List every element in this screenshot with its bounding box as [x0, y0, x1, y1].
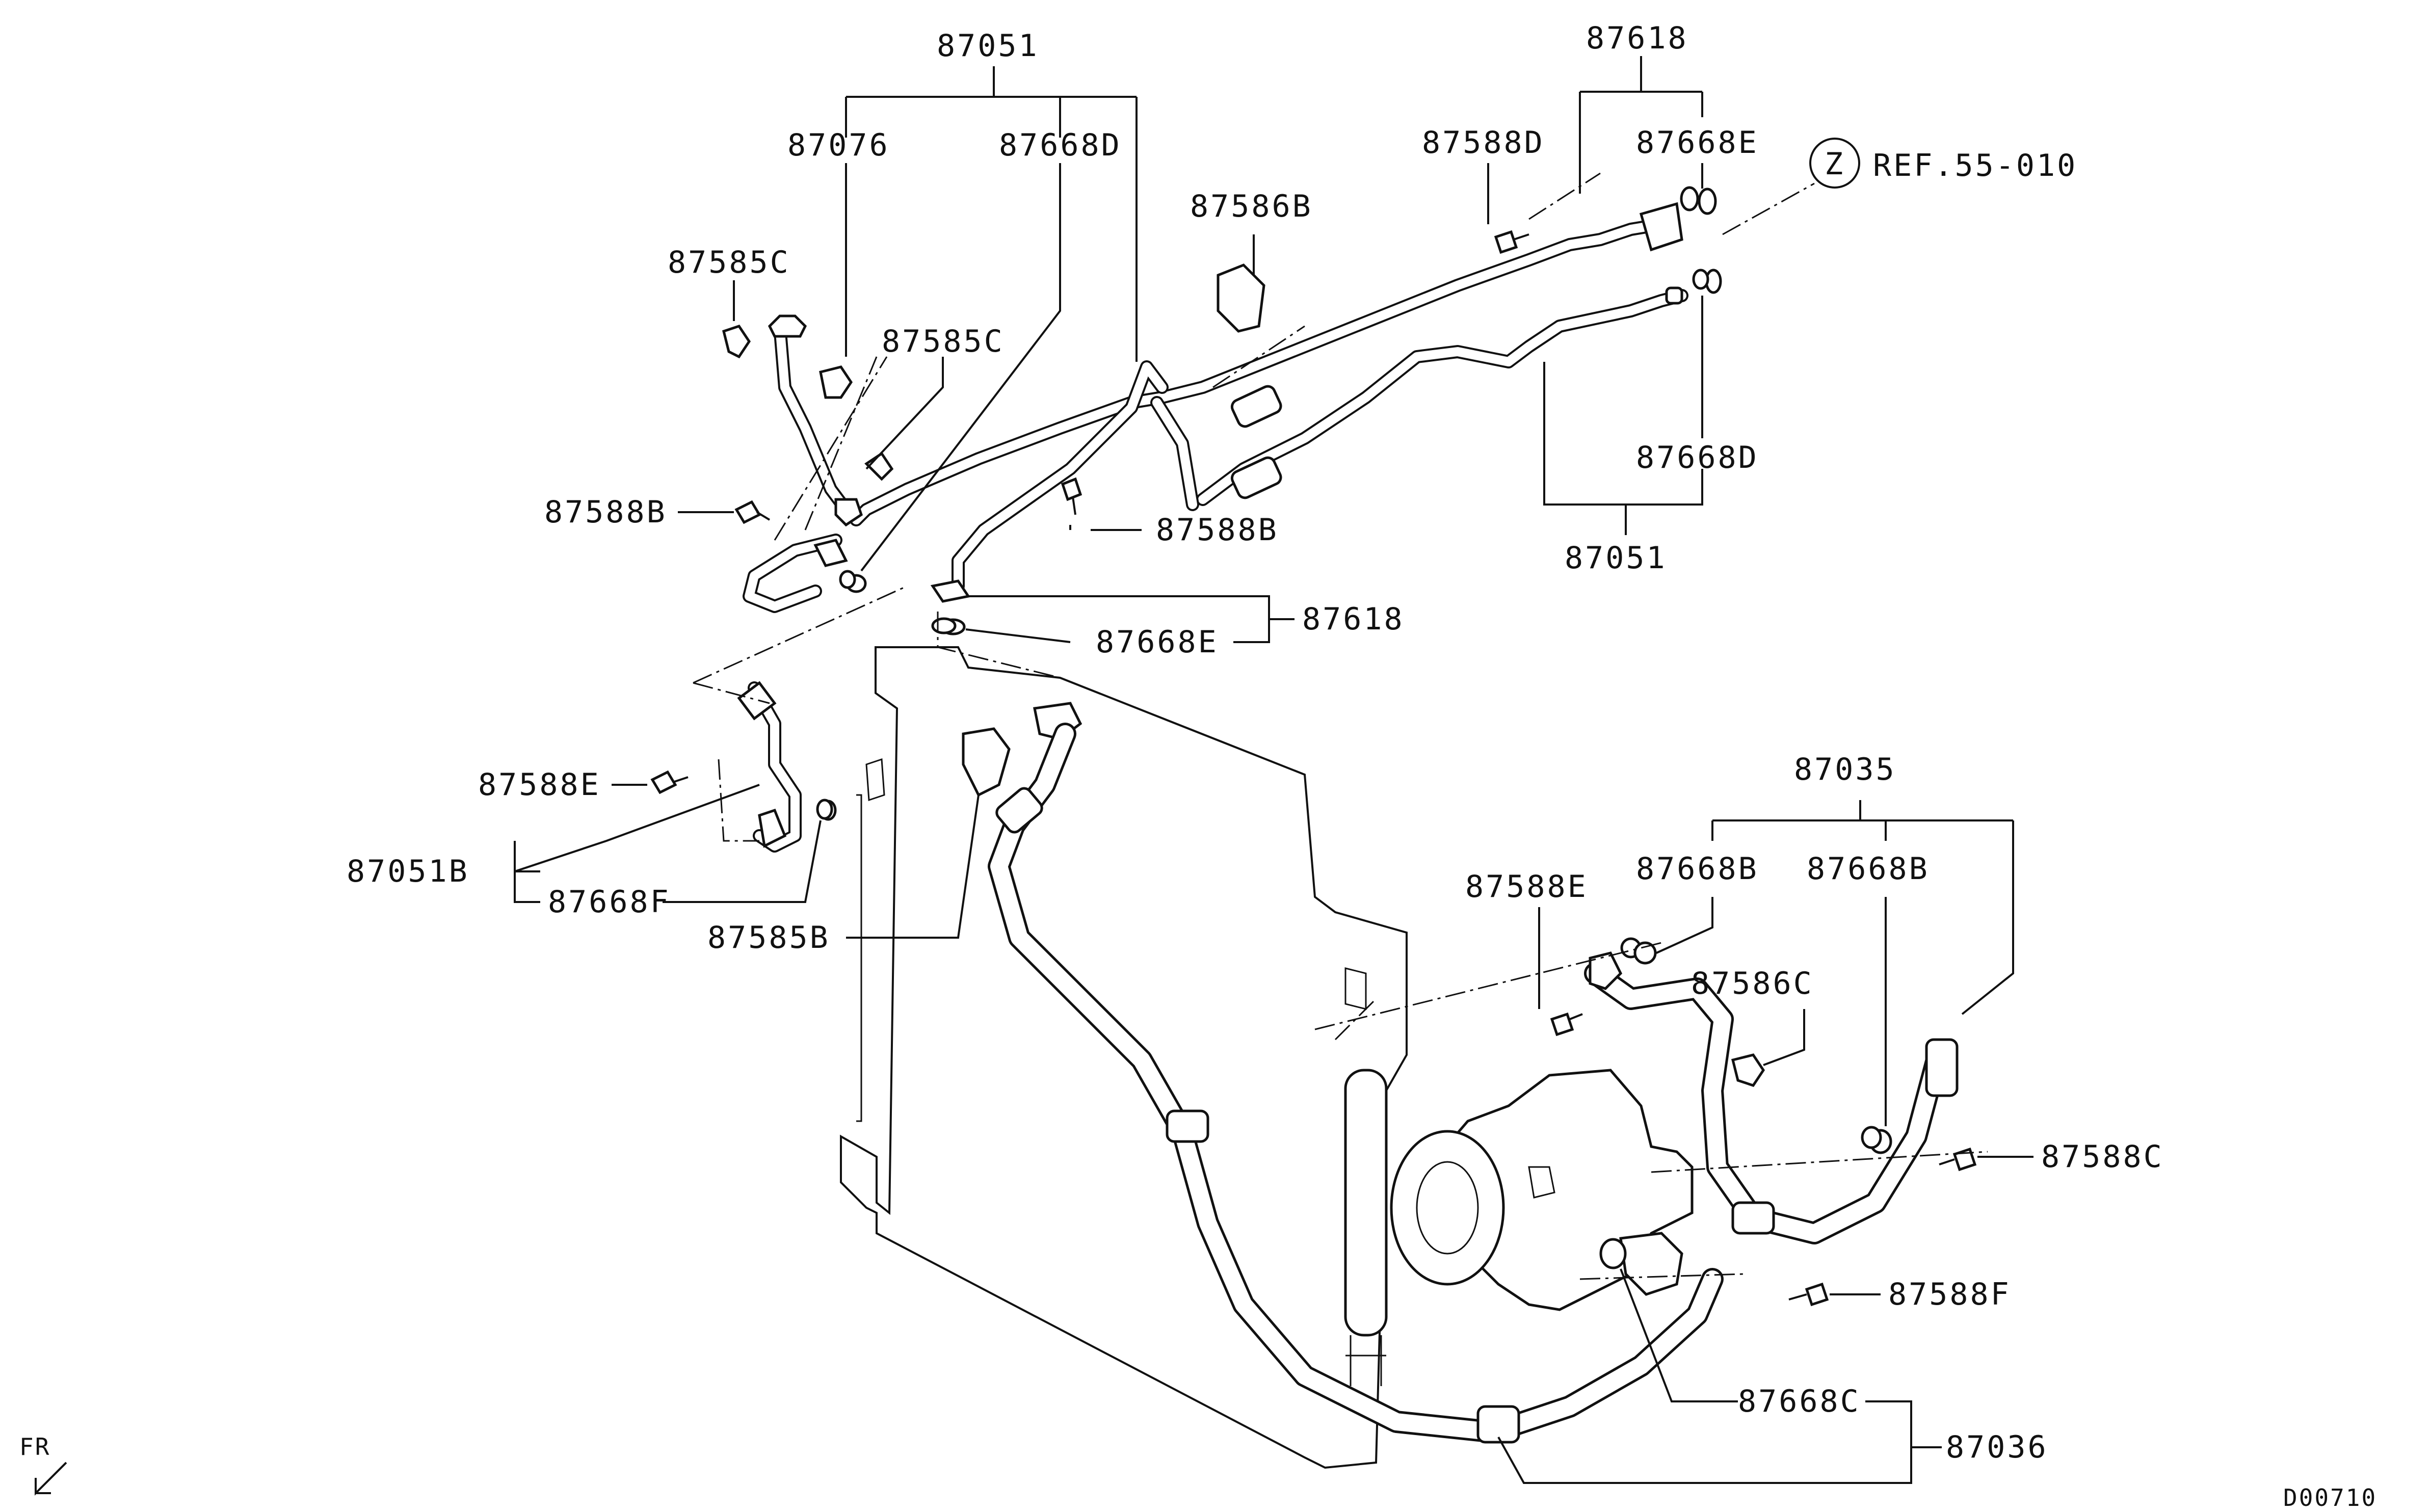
clips: [962, 263, 1765, 1087]
pipe-87051b-drawing: [737, 681, 837, 853]
receiver-drier-drawing: [1344, 1069, 1388, 1386]
front-label: FR: [19, 1433, 50, 1461]
ref-circle-letter: Z: [1825, 146, 1845, 182]
reference-marker: Z: [1809, 138, 1860, 189]
callout-87618-top: 87618: [1586, 20, 1688, 56]
callout-87588b-left: 87588B: [544, 494, 667, 530]
callout-87585c-left: 87585C: [668, 245, 790, 280]
callout-ref-55-010: REF.55-010: [1873, 148, 2077, 183]
callout-87668f: 87668F: [548, 884, 671, 920]
callout-87618-mid: 87618: [1302, 601, 1405, 637]
callout-87668e-top: 87668E: [1636, 125, 1759, 161]
callout-87076: 87076: [787, 127, 890, 163]
callout-87585c-mid: 87585C: [882, 324, 1005, 359]
diagram-code: D00710: [2283, 1484, 2377, 1511]
front-arrow-icon: [35, 1462, 67, 1496]
callout-87051b: 87051B: [347, 854, 469, 889]
callout-87588f: 87588F: [1888, 1277, 2011, 1312]
alignment-lines: [693, 172, 1988, 1280]
callout-87668e-mid: 87668E: [1096, 624, 1219, 660]
callout-87668b-right: 87668B: [1807, 851, 1930, 887]
callout-87051-right: 87051: [1565, 540, 1667, 576]
callout-87586c: 87586C: [1691, 966, 1814, 1001]
callout-87588c: 87588C: [2041, 1139, 2164, 1175]
callout-87668d-upper: 87668D: [999, 127, 1122, 163]
callout-87668c: 87668C: [1738, 1384, 1861, 1419]
callout-87586b: 87586B: [1190, 189, 1313, 224]
o-rings: [816, 186, 1882, 1269]
bolts: [650, 230, 1977, 1307]
callout-87036: 87036: [1946, 1429, 2048, 1465]
callout-labels: 87051 87076 87668D 87585C 87585C 87588B …: [19, 20, 2377, 1511]
callout-87588e-left: 87588E: [478, 767, 601, 803]
front-direction-indicator: [35, 1462, 67, 1496]
callout-87588d: 87588D: [1422, 125, 1545, 161]
discharge-hose-87036: [988, 723, 1724, 1444]
callout-87668d-right: 87668D: [1636, 440, 1759, 475]
callout-87051-top: 87051: [937, 28, 1039, 64]
leader-lines: [514, 56, 2033, 1484]
callout-87668b-left: 87668B: [1636, 851, 1759, 887]
callout-87035: 87035: [1794, 752, 1896, 787]
callout-87588b-right: 87588B: [1156, 512, 1279, 548]
condenser-drawing: [840, 646, 1408, 1469]
ref-circle: [1809, 138, 1860, 189]
callout-87585b: 87585B: [707, 920, 830, 956]
callout-87588e-right: 87588E: [1465, 869, 1588, 905]
